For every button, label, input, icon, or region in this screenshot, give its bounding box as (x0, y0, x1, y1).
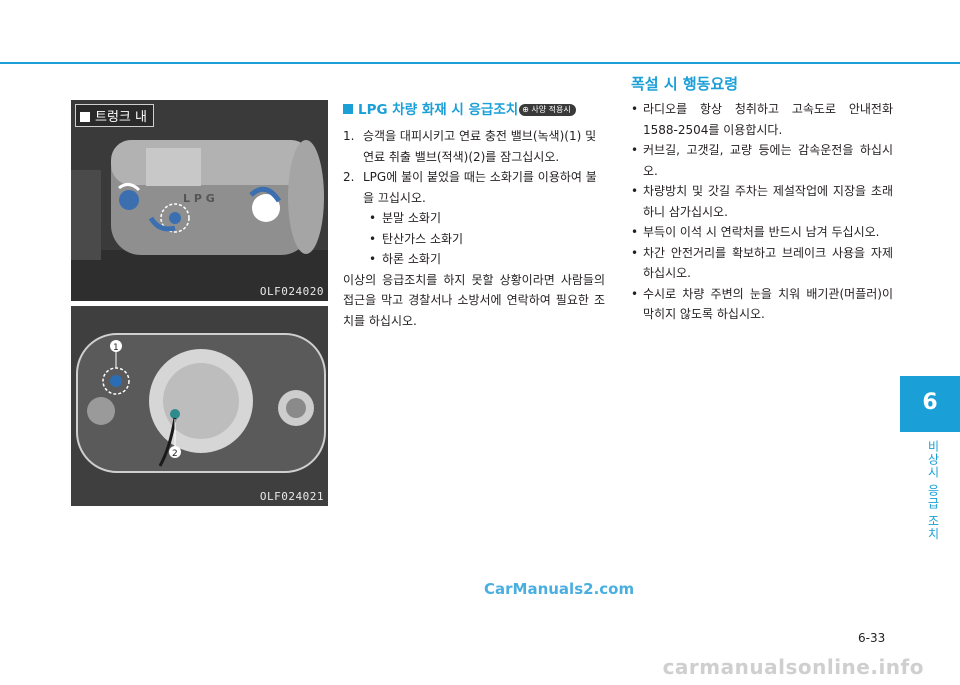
bullet-text: 차간 안전거리를 확보하고 브레이크 사용을 자제하십시오. (643, 245, 893, 281)
photo-code: OLF024021 (259, 490, 324, 503)
item-text: 승객을 대피시키고 연료 충전 밸브(녹색)(1) 및 연료 취출 밸브(적색)… (363, 129, 597, 164)
marker-1-label: 1 (113, 343, 119, 353)
heading-square-icon (343, 104, 353, 114)
lpg-valves-photo: 1 2 OLF024021 (71, 306, 328, 506)
center-watermark: CarManuals2.com (484, 580, 635, 598)
valves-illustration: 1 2 (71, 306, 328, 506)
bullet-text: 라디오를 항상 청취하고 고속도로 안내전화 1588-2504를 이용합시다. (643, 102, 893, 137)
footer-watermark: carmanualsonline.info (662, 655, 924, 679)
extinguisher-list: 분말 소화기 탄산가스 소화기 하론 소화기 (369, 208, 605, 270)
header-rule (0, 62, 960, 64)
bullet-item: • 차량방치 및 갓길 주차는 제설작업에 지장을 초래하니 삼가십시오. (621, 181, 893, 222)
numbered-item: 1. 승객을 대피시키고 연료 충전 밸브(녹색)(1) 및 연료 취출 밸브(… (343, 126, 605, 167)
bullet-dot-icon: • (631, 184, 639, 198)
photo-caption-text: 트렁크 내 (95, 110, 147, 125)
section-heading: LPG 차량 화재 시 응급조치⊕ 사양 적용시 (343, 100, 605, 120)
bullet-dot-icon: • (631, 143, 639, 157)
tank-lpg-label: L P G (183, 192, 215, 205)
photo-code: OLF024020 (259, 285, 324, 298)
item-number: 2. (343, 170, 355, 184)
bullet-item: • 차간 안전거리를 확보하고 브레이크 사용을 자제하십시오. (621, 243, 893, 284)
chapter-label: 비상시 응급 조치 (926, 440, 940, 541)
bullet-dot-icon: • (631, 245, 639, 260)
heavy-snow-section: 폭설 시 행동요령 • 라디오를 항상 청취하고 고속도로 안내전화 1588-2… (621, 72, 893, 325)
trunk-lpg-tank-photo: L P G 트렁크 내 OLF024020 (71, 100, 328, 301)
bullet-text: 차량방치 및 갓길 주차는 제설작업에 지장을 초래하니 삼가십시오. (643, 184, 893, 219)
extinguisher-item: 탄산가스 소화기 (369, 229, 605, 250)
bullet-text: 수시로 차량 주변의 눈을 치워 배기관(머플러)이 막히지 않도록 하십시오. (643, 286, 893, 322)
bullet-item: • 라디오를 항상 청취하고 고속도로 안내전화 1588-2504를 이용합시다… (621, 99, 893, 140)
bullet-dot-icon: • (631, 102, 639, 116)
bullet-dot-icon: • (631, 286, 639, 301)
snow-section-title: 폭설 시 행동요령 (631, 75, 739, 93)
bullet-item: • 부득이 이석 시 연락처를 반드시 남겨 두십시오. (621, 222, 893, 243)
photo-caption: 트렁크 내 (75, 104, 154, 127)
section-heading-text: LPG 차량 화재 시 응급조치 (358, 102, 519, 118)
option-badge-text: 사양 적용시 (531, 105, 571, 114)
tank-illustration: L P G (71, 100, 328, 301)
item-number: 1. (343, 129, 355, 143)
page-number: 6-33 (858, 631, 886, 645)
bullet-text: 커브길, 고갯길, 교량 등에는 감속운전을 하십시오. (643, 143, 893, 178)
marker-2-label: 2 (172, 449, 178, 459)
extinguisher-item: 하론 소화기 (369, 249, 605, 270)
chapter-tab[interactable]: 6 (900, 376, 960, 432)
option-badge: ⊕ 사양 적용시 (519, 104, 576, 116)
closing-paragraph: 이상의 응급조치를 하지 못할 상황이라면 사람들의 접근을 막고 경찰서나 소… (343, 272, 605, 328)
lpg-fire-section: LPG 차량 화재 시 응급조치⊕ 사양 적용시 1. 승객을 대피시키고 연료… (343, 100, 605, 331)
bullet-text: 부득이 이석 시 연락처를 반드시 남겨 두십시오. (643, 225, 880, 239)
numbered-item: 2. LPG에 불이 붙었을 때는 소화기를 이용하여 불을 끄십시오. (343, 167, 605, 208)
caption-square-icon (80, 112, 90, 122)
item-text: LPG에 불이 붙었을 때는 소화기를 이용하여 불을 끄십시오. (363, 170, 597, 205)
bullet-item: • 수시로 차량 주변의 눈을 치워 배기관(머플러)이 막히지 않도록 하십시오… (621, 284, 893, 325)
bullet-dot-icon: • (631, 225, 639, 239)
bullet-item: • 커브길, 고갯길, 교량 등에는 감속운전을 하십시오. (621, 140, 893, 181)
extinguisher-item: 분말 소화기 (369, 208, 605, 229)
